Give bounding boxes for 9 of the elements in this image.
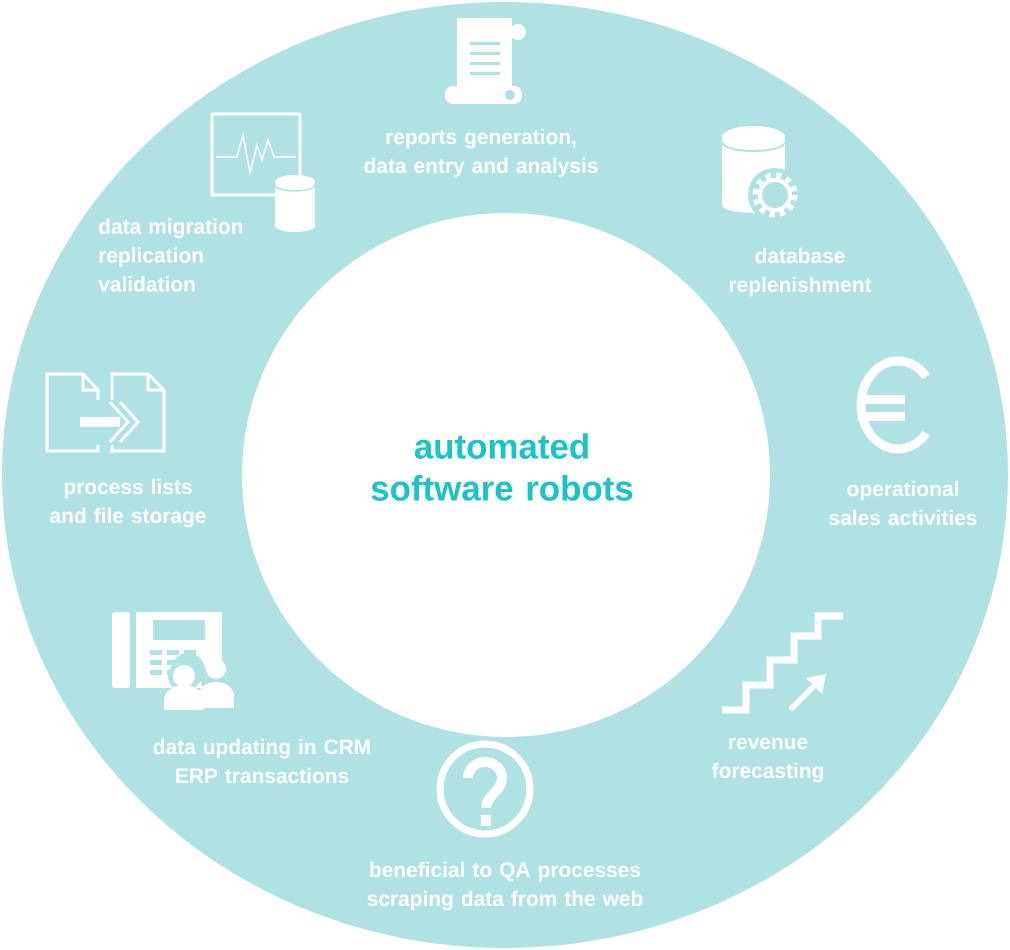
task-label: process lists and file storage [50,478,206,528]
task-label: reports generation, data entry and analysis [364,128,598,178]
task-label: beneficial to QA processes scraping data from the web [367,861,643,911]
task-label: data updating in CRM ERP transactions [153,738,370,784]
task-label: operational sales activities [829,480,977,526]
task-label: revenue forecasting [712,737,823,783]
task-label: database replenishment [729,247,872,297]
center-title: automated software robots [371,433,633,501]
task-label: data migration replication validation [98,218,243,292]
